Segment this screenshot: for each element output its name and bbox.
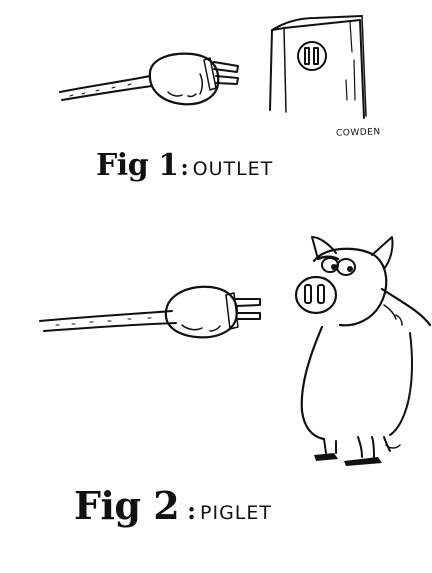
fig-1-illustration	[59, 15, 367, 119]
plug-icon	[164, 285, 261, 339]
panel-fig-1: COWDEN Fig 1 : OUTLET	[0, 0, 432, 215]
fig-1-separator: :	[180, 155, 189, 181]
fig-2-word: PIGLET	[200, 502, 272, 524]
plug-cord	[39, 310, 177, 332]
fig-2-illustration	[39, 236, 432, 466]
fig-2-caption: Fig 2 : PIGLET	[74, 483, 272, 528]
plug-cord	[59, 75, 153, 101]
plug-icon	[148, 52, 239, 106]
fig-1-label: Fig 1	[96, 148, 179, 183]
fig-1-caption: Fig 1 : OUTLET	[96, 148, 273, 183]
pig-icon	[294, 236, 432, 466]
fig-2-separator: :	[187, 496, 197, 525]
artist-signature: COWDEN	[335, 127, 381, 139]
fig-2-label: Fig 2	[74, 483, 180, 528]
panel-fig-2: Fig 2 : PIGLET	[0, 215, 432, 573]
wall-outlet-icon	[269, 15, 367, 119]
fig-1-word: OUTLET	[192, 158, 274, 180]
